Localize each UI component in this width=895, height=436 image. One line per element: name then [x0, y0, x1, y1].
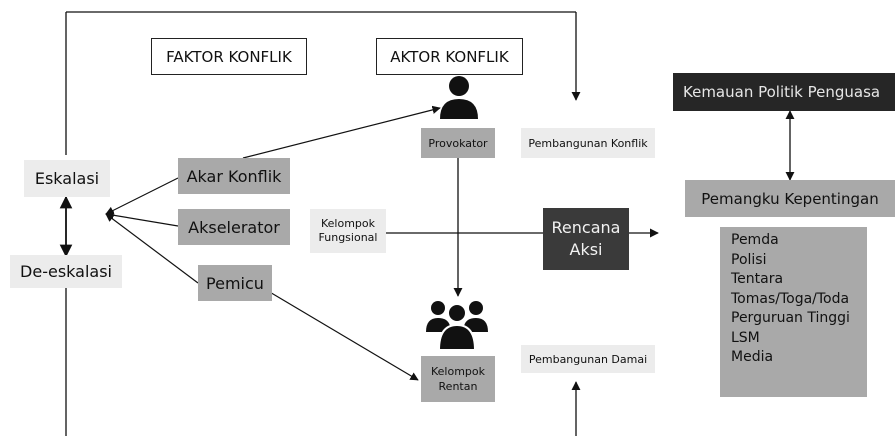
- stakeholder-item: Media: [731, 349, 774, 365]
- eskalasi-box: Eskalasi: [24, 160, 110, 197]
- de-eskalasi-box: De-eskalasi: [10, 255, 122, 288]
- arrow-to-provokator: [242, 105, 441, 159]
- arrow-akar-konflik: [105, 177, 179, 215]
- kelompok-rentan-box: Kelompok Rentan: [421, 356, 495, 402]
- kelompok-rentan-line2: Rentan: [438, 380, 478, 393]
- pembangunan-damai-box: Pembangunan Damai: [521, 345, 655, 373]
- kelompok-rentan-line1: Kelompok: [430, 365, 486, 378]
- arrow-akselerator: [105, 211, 179, 227]
- rencana-aksi-line1: Rencana: [551, 218, 621, 237]
- stakeholder-item: LSM: [731, 329, 760, 346]
- rencana-aksi-line2: Aksi: [569, 240, 603, 259]
- aktor-konflik-header: AKTOR KONFLIK: [376, 38, 523, 75]
- pemangku-kepentingan-box: Pemangku Kepentingan: [685, 180, 895, 217]
- kemauan-politik-box: Kemauan Politik Penguasa: [673, 73, 895, 111]
- stakeholder-item: Polisi: [731, 251, 767, 268]
- stakeholder-item: Tentara: [731, 271, 784, 287]
- arrow-pemicu: [105, 213, 199, 284]
- akselerator-box: Akselerator: [178, 209, 290, 245]
- stakeholder-item: Pemda: [731, 232, 779, 248]
- pemicu-box: Pemicu: [198, 265, 272, 301]
- pembangunan-konflik-box: Pembangunan Konflik: [521, 128, 655, 158]
- kelompok-fungsional-box: Kelompok Fungsional: [310, 209, 386, 253]
- rencana-aksi-box: Rencana Aksi: [543, 208, 629, 270]
- kelompok-fungsional-line1: Kelompok: [320, 217, 376, 230]
- stakeholder-item: Perguruan Tinggi: [731, 310, 850, 326]
- kelompok-fungsional-line2: Fungsional: [318, 231, 378, 244]
- provokator-box: Provokator: [421, 128, 495, 158]
- stakeholder-item: Tomas/Toga/Toda: [731, 290, 850, 307]
- stakeholder-list: Pemda Polisi Tentara Tomas/Toga/Toda Per…: [720, 227, 867, 397]
- people-group-icon: [426, 301, 488, 350]
- faktor-konflik-header: FAKTOR KONFLIK: [151, 38, 307, 75]
- person-icon: [440, 76, 478, 119]
- arrow-to-kelompok-rentan: [267, 290, 419, 381]
- akar-konflik-box: Akar Konflik: [178, 158, 290, 194]
